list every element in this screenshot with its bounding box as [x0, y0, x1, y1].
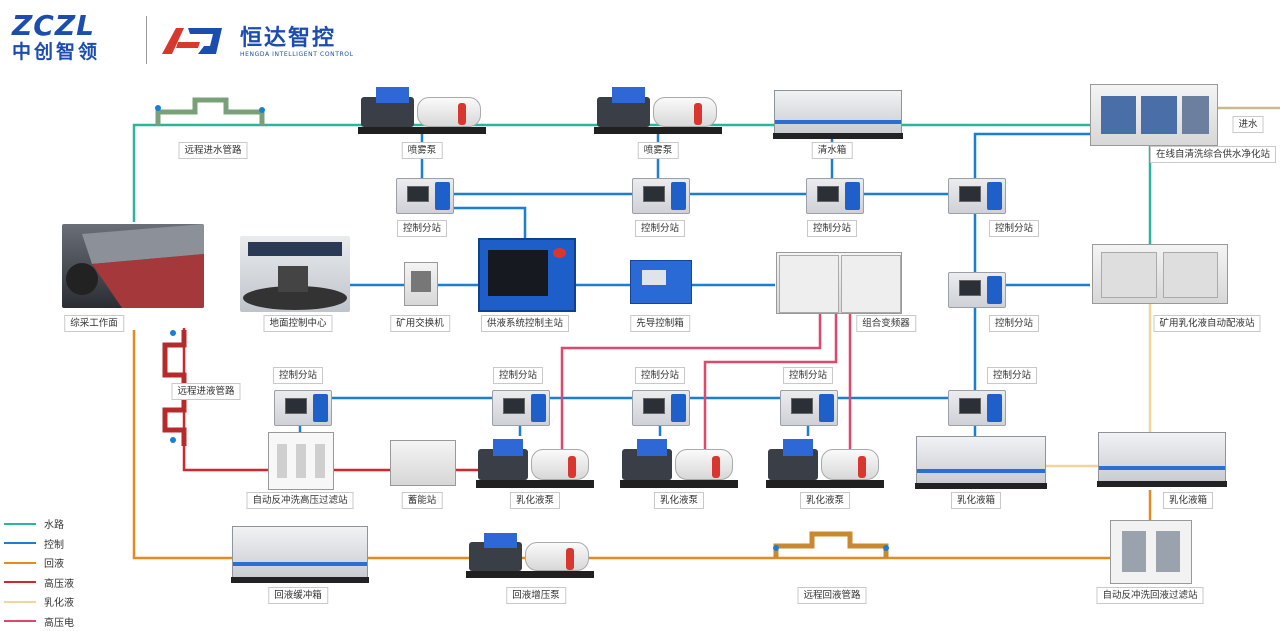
- legend-item: 控制: [4, 534, 74, 554]
- label-return-buffer-tank: 回液缓冲箱: [268, 587, 328, 604]
- pilot-control-box[interactable]: [630, 260, 692, 304]
- label-combined-inverter: 组合变频器: [856, 315, 916, 332]
- mining-switch[interactable]: [404, 262, 438, 306]
- legend-label: 乳化液: [44, 594, 74, 609]
- label-control-substation-r1-2: 控制分站: [635, 220, 685, 237]
- control-substation-r2[interactable]: [948, 272, 1006, 308]
- zczl-logo: ZCZL 中创智领: [12, 12, 130, 64]
- legend-swatch: [4, 542, 36, 544]
- logo-divider: [146, 16, 147, 64]
- legend-item: 高压电: [4, 612, 74, 631]
- label-return-filter-station: 自动反冲洗回液过滤站: [1096, 587, 1203, 604]
- mining-face-image[interactable]: [62, 224, 204, 308]
- remote-return-pipe-shape: [776, 534, 886, 558]
- label-emulsion-dosing-station: 矿用乳化液自动配液站: [1153, 315, 1260, 332]
- label-emulsion-tank-1: 乳化液箱: [951, 492, 1001, 509]
- label-remote-return-pipe: 远程回液管路: [797, 587, 866, 604]
- legend-label: 高压电: [44, 614, 74, 629]
- label-supply-main-station: 供液系统控制主站: [481, 315, 569, 332]
- label-clean-water-tank: 清水箱: [812, 142, 853, 159]
- label-emulsion-pump-1: 乳化液泵: [510, 492, 560, 509]
- control-substation-r3-3[interactable]: [632, 390, 690, 426]
- remote-water-pipe-shape: [158, 100, 262, 125]
- label-control-substation-r3-3: 控制分站: [635, 367, 685, 384]
- label-water-inlet: 进水: [1232, 116, 1263, 133]
- label-emulsion-pump-3: 乳化液泵: [800, 492, 850, 509]
- zczl-logo-text: ZCZL: [12, 12, 130, 40]
- label-control-substation-r1-3: 控制分站: [807, 220, 857, 237]
- label-control-substation-r3-1: 控制分站: [273, 367, 323, 384]
- legend-swatch: [4, 562, 36, 564]
- control-substation-r1-3[interactable]: [806, 178, 864, 214]
- hv-line-1: [562, 302, 820, 452]
- legend-item: 乳化液: [4, 592, 74, 612]
- spray-pump-1[interactable]: [358, 82, 486, 134]
- hengda-name: 恒达智控: [240, 20, 336, 52]
- label-spray-pump-2: 喷雾泵: [638, 142, 679, 159]
- legend-label: 水路: [44, 516, 64, 531]
- emulsion-dosing-station[interactable]: [1092, 244, 1228, 304]
- legend-swatch: [4, 581, 36, 583]
- label-remote-water-pipe: 远程进水管路: [178, 142, 247, 159]
- control-line-row1-main: [452, 208, 525, 240]
- control-substation-r1-1[interactable]: [396, 178, 454, 214]
- label-emulsion-tank-2: 乳化液箱: [1163, 492, 1213, 509]
- legend-label: 高压液: [44, 575, 74, 590]
- control-substation-r3-4[interactable]: [780, 390, 838, 426]
- control-substation-r3-5[interactable]: [948, 390, 1006, 426]
- label-remote-fluid-pipe: 远程进液管路: [171, 383, 240, 400]
- label-water-purification-station: 在线自清洗综合供水净化站: [1150, 146, 1276, 163]
- emulsion-pump-1[interactable]: [476, 434, 594, 488]
- control-substation-r3-2[interactable]: [492, 390, 550, 426]
- label-energy-storage-station: 蓄能站: [402, 492, 443, 509]
- label-control-substation-r3-5: 控制分站: [987, 367, 1037, 384]
- combined-inverter[interactable]: [776, 252, 902, 314]
- label-control-substation-r1-1: 控制分站: [397, 220, 447, 237]
- legend-item: 高压液: [4, 573, 74, 593]
- legend-swatch: [4, 523, 36, 525]
- zczl-name: 中创智领: [12, 40, 130, 64]
- return-buffer-tank[interactable]: [232, 526, 368, 578]
- label-control-substation-r3-4: 控制分站: [783, 367, 833, 384]
- legend-label: 回液: [44, 555, 64, 570]
- water-purification-station[interactable]: [1090, 84, 1218, 146]
- hengda-mark-icon: [158, 24, 226, 58]
- control-substation-r1-4[interactable]: [948, 178, 1006, 214]
- legend: 水路 控制 回液 高压液 乳化液 高压电: [4, 514, 74, 631]
- ground-control-center-image[interactable]: [240, 236, 350, 312]
- control-substation-r1-2[interactable]: [632, 178, 690, 214]
- label-control-substation-r2: 控制分站: [989, 315, 1039, 332]
- emulsion-pump-3[interactable]: [766, 434, 884, 488]
- emulsion-pump-2[interactable]: [620, 434, 738, 488]
- label-pilot-control-box: 先导控制箱: [630, 315, 690, 332]
- label-ground-control-center: 地面控制中心: [263, 315, 332, 332]
- label-mining-switch: 矿用交换机: [390, 315, 450, 332]
- return-filter-station[interactable]: [1110, 520, 1192, 584]
- label-emulsion-pump-2: 乳化液泵: [654, 492, 704, 509]
- legend-item: 回液: [4, 553, 74, 573]
- label-control-substation-r1-4: 控制分站: [989, 220, 1039, 237]
- emulsion-tank-1[interactable]: [916, 436, 1046, 484]
- label-return-booster-pump: 回液增压泵: [506, 587, 566, 604]
- label-control-substation-r3-2: 控制分站: [493, 367, 543, 384]
- label-mining-face: 综采工作面: [64, 315, 124, 332]
- legend-label: 控制: [44, 536, 64, 551]
- label-spray-pump-1: 喷雾泵: [402, 142, 443, 159]
- legend-swatch: [4, 601, 36, 603]
- supply-main-station[interactable]: [478, 238, 576, 312]
- spray-pump-2[interactable]: [594, 82, 722, 134]
- hp-filter-station[interactable]: [268, 432, 334, 490]
- hengda-en-name: HENGDA INTELLIGENT CONTROL: [240, 51, 354, 58]
- emulsion-tank-2[interactable]: [1098, 432, 1226, 482]
- control-substation-r3-1[interactable]: [274, 390, 332, 426]
- clean-water-tank[interactable]: [774, 90, 902, 134]
- legend-item: 水路: [4, 514, 74, 534]
- return-booster-pump[interactable]: [466, 528, 594, 578]
- energy-storage-station[interactable]: [390, 440, 456, 486]
- label-hp-filter-station: 自动反冲洗高压过滤站: [246, 492, 353, 509]
